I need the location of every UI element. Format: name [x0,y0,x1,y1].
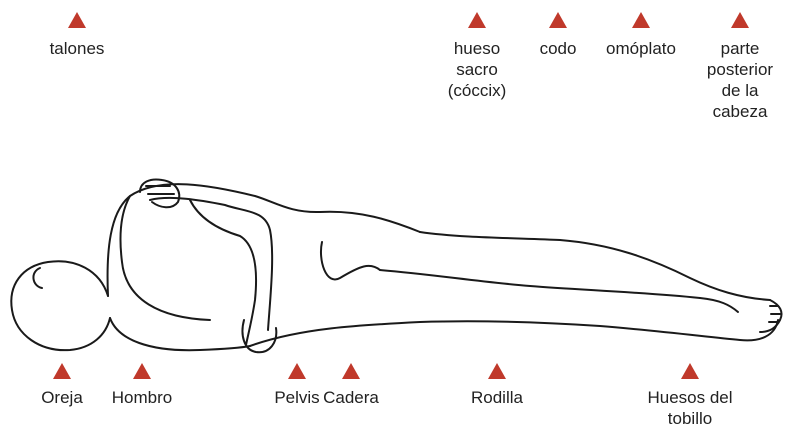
foot-outline [760,300,782,332]
torso-outline [110,318,250,350]
ankle-line [700,298,738,312]
thigh-line [321,242,380,279]
knee-line [380,270,700,298]
chest-line [120,196,210,320]
head-outline [11,261,110,350]
ear-outline [33,268,42,288]
forearm [190,200,256,345]
back-upper [108,184,420,296]
leg-bottom [250,320,778,346]
